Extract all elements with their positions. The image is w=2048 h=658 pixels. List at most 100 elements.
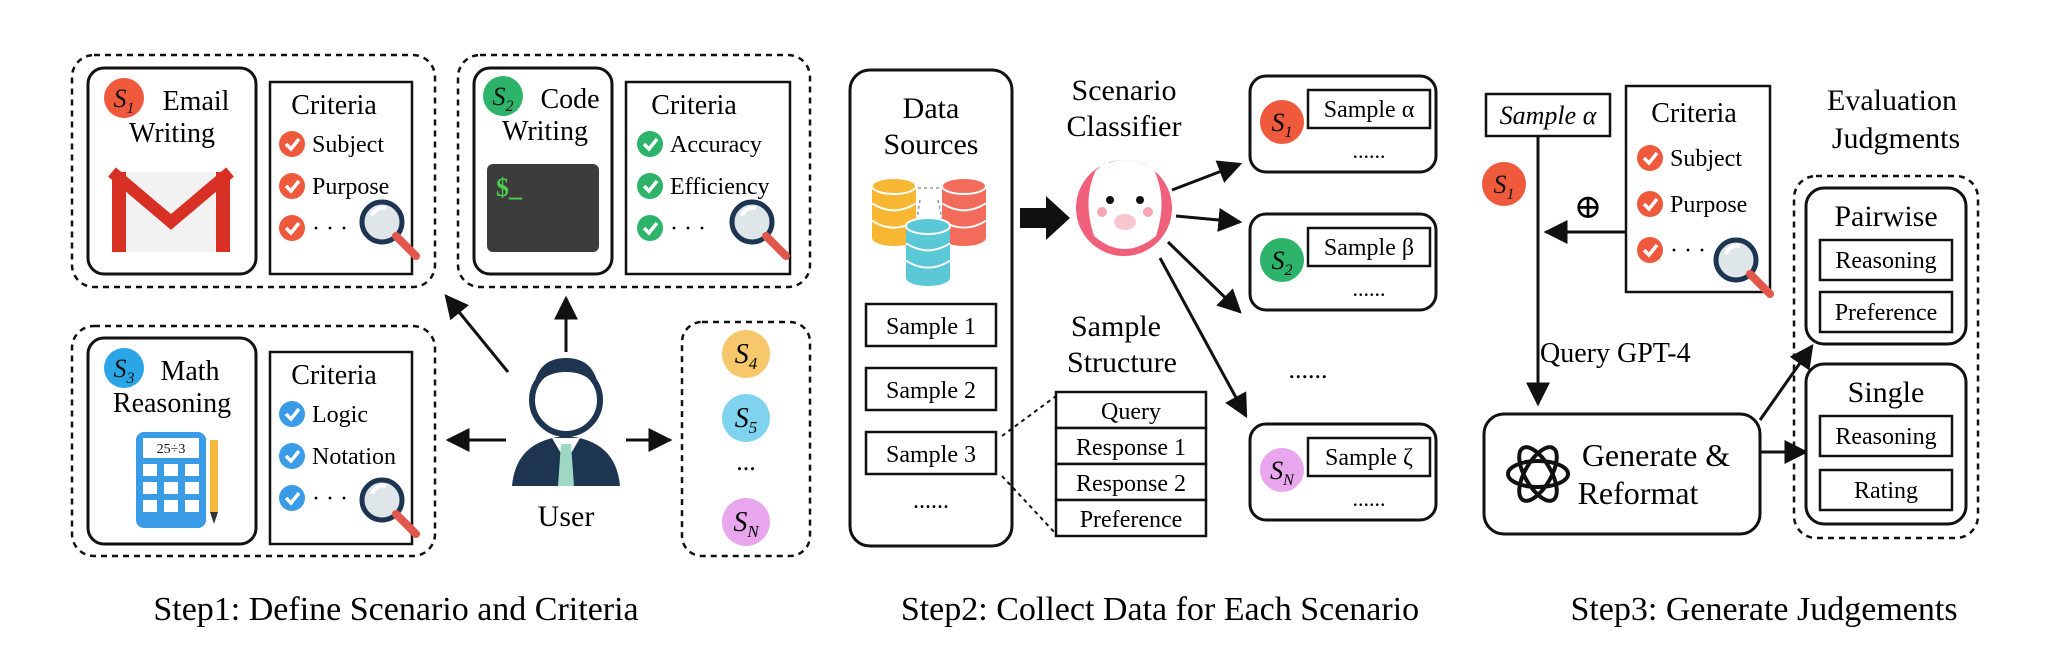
criteria-item: Notation: [279, 443, 396, 470]
arrow-to-sn: [1158, 257, 1248, 419]
criteria-item: · · ·: [279, 485, 348, 512]
check-icon: [1637, 237, 1663, 263]
check-mark: [284, 221, 301, 236]
math-badge-label: S3: [114, 354, 135, 387]
criteria-label: Purpose: [312, 174, 389, 200]
structure-field: Query: [1054, 390, 1208, 430]
criteria-label: Notation: [312, 444, 396, 470]
scenario-badge: S5: [722, 394, 770, 442]
svg-text:Sample ζ: Sample ζ: [1325, 445, 1413, 471]
svg-text:S4: S4: [735, 339, 758, 373]
judgments-title-line1: Evaluation: [1827, 84, 1957, 117]
combine-symbol: ⊕: [1574, 189, 1603, 226]
svg-text:......: ......: [1353, 138, 1386, 163]
svg-text:SN: SN: [1270, 456, 1295, 489]
arrow-to-pairwise: [1758, 344, 1814, 421]
pairwise-preference-label: Preference: [1835, 300, 1938, 326]
classifier-line2: Classifier: [1067, 110, 1182, 143]
user-icon: [512, 358, 620, 486]
code-scenario-badge: [483, 76, 523, 116]
arrow-to-s3: [1166, 240, 1242, 314]
terminal-icon: $_: [487, 164, 599, 252]
criteria-item: Accuracy: [637, 131, 762, 158]
criteria-item: Purpose: [1637, 191, 1747, 218]
svg-text:Query: Query: [1101, 399, 1161, 425]
check-icon: [279, 215, 305, 241]
sample-item: Sample 1: [864, 302, 998, 348]
svg-text:Response 2: Response 2: [1076, 471, 1186, 497]
criteria-label: Purpose: [1670, 192, 1747, 218]
query-gpt4-label: Query GPT-4: [1540, 338, 1691, 369]
check-mark: [1642, 151, 1659, 166]
code-title-line1: Code: [540, 84, 599, 115]
svg-text:Sample α: Sample α: [1324, 97, 1415, 123]
gmail-icon: [108, 167, 234, 252]
email-scenario-group: [70, 53, 437, 289]
criteria-item: Purpose: [279, 173, 389, 200]
check-mark: [284, 407, 301, 422]
svg-text:......: ......: [1353, 486, 1386, 511]
check-mark: [284, 491, 301, 506]
outputs-ellipsis: ......: [1289, 355, 1328, 384]
sources-title-line1: Data: [903, 92, 960, 125]
svg-text:......: ......: [1353, 276, 1386, 301]
other-scenarios-group: [680, 320, 812, 558]
email-criteria-title: Criteria: [291, 90, 377, 121]
scenario-output-card: SN Sample ζ......: [1248, 422, 1438, 522]
structure-field: Response 2: [1054, 462, 1208, 502]
classifier-line1: Scenario: [1072, 74, 1177, 107]
pairwise-title: Pairwise: [1834, 200, 1937, 233]
check-mark: [1642, 243, 1659, 258]
math-criteria-title: Criteria: [291, 360, 377, 391]
openai-icon: [1506, 445, 1570, 503]
criteria-item: Logic: [279, 401, 368, 428]
code-badge-label: S2: [493, 82, 514, 115]
calculator-icon: 25÷3: [136, 432, 218, 528]
svg-text:S2: S2: [1272, 246, 1293, 279]
scenario-badge: [1260, 448, 1304, 492]
structure-link-bottom: [1001, 475, 1057, 535]
math-scenario-group: [70, 324, 437, 558]
scenario-badge: SN: [722, 498, 770, 546]
svg-text:25÷3: 25÷3: [157, 442, 186, 457]
svg-text:Sample 3: Sample 3: [886, 442, 976, 468]
scenario-badge: [1260, 100, 1304, 144]
code-title-line2: Writing: [502, 116, 588, 147]
sample-item: Sample 2: [864, 366, 998, 412]
svg-text:S5: S5: [735, 403, 758, 437]
check-icon: [1637, 145, 1663, 171]
email-title-line2: Writing: [129, 118, 215, 149]
single-rating-box: [1818, 468, 1954, 512]
samples-ellipsis: ......: [913, 488, 949, 514]
criteria-item: Subject: [1637, 145, 1742, 172]
criteria-label: Subject: [312, 132, 384, 158]
check-icon: [637, 131, 663, 157]
arrow-to-s2: [1175, 208, 1243, 232]
check-mark: [284, 137, 301, 152]
criteria-label: Accuracy: [670, 132, 762, 158]
code-criteria-title: Criteria: [651, 90, 737, 121]
criteria-label: · · ·: [312, 216, 348, 242]
criteria-label: · · ·: [1670, 238, 1706, 264]
step3-criteria-title: Criteria: [1651, 98, 1737, 129]
pairwise-reasoning-box: [1818, 238, 1954, 282]
single-reasoning-box: [1818, 414, 1954, 458]
generate-reformat-card: [1482, 412, 1762, 536]
pairwise-preference-box: [1818, 290, 1954, 334]
sample-alpha-label: Sample α: [1500, 101, 1598, 130]
arrow-to-s1: [1171, 160, 1243, 192]
criteria-item: Subject: [279, 131, 384, 158]
email-scenario-badge: [104, 78, 144, 118]
generate-line2: Reformat: [1578, 475, 1699, 511]
step2-caption: Step2: Collect Data for Each Scenario: [901, 591, 1419, 628]
criteria-item: · · ·: [279, 215, 348, 242]
check-icon: [637, 173, 663, 199]
code-scenario-group: [456, 53, 812, 289]
check-mark: [284, 179, 301, 194]
